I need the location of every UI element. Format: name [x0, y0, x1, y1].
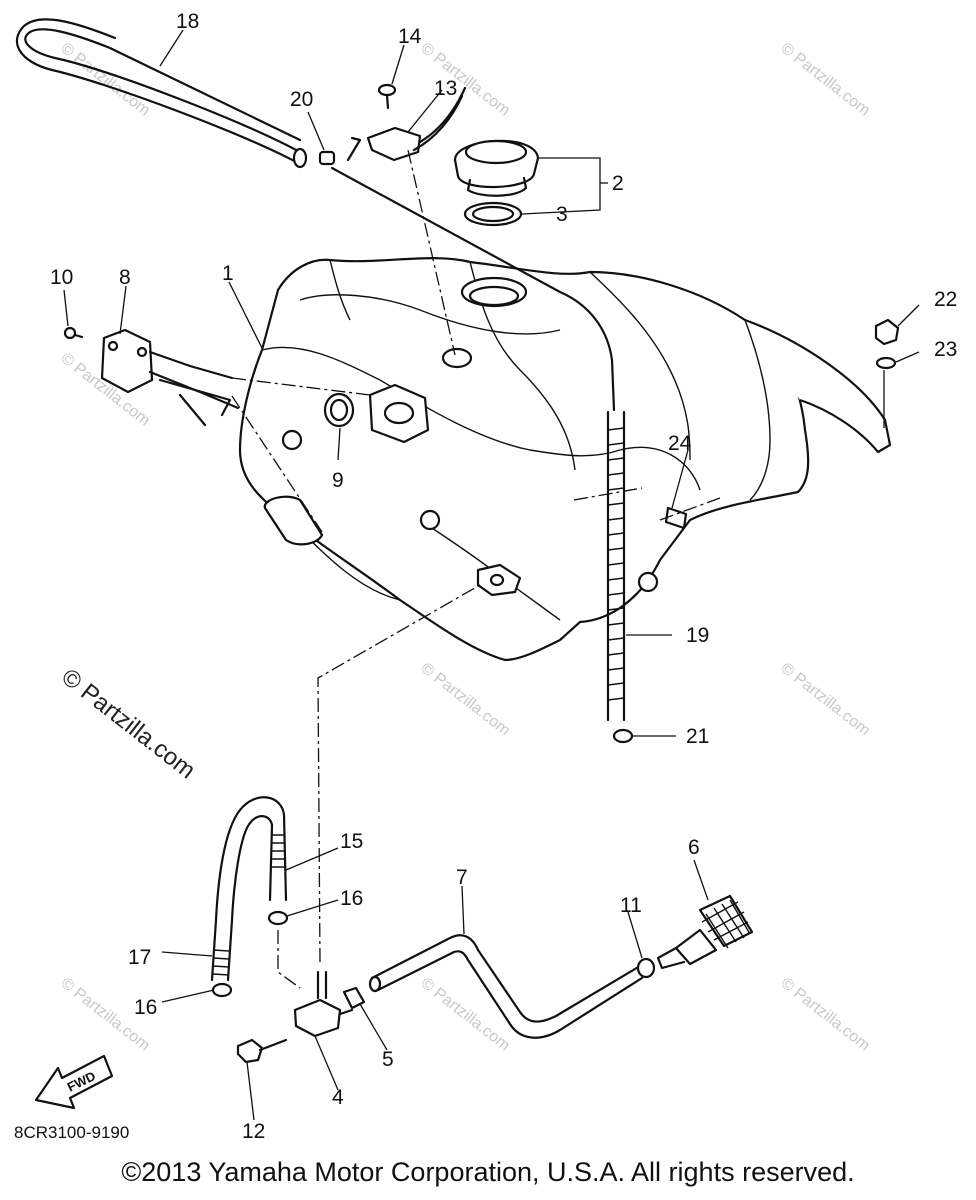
part-fuel-cap-2	[453, 139, 540, 197]
callout-6: 6	[688, 836, 700, 859]
watermark: © Partzilla.com	[418, 40, 513, 120]
part-washer-23	[875, 356, 897, 370]
callout-20: 20	[290, 88, 313, 111]
callout-17: 17	[128, 946, 151, 969]
callout-labels: 18 14 20 13 2 3 1 10 8 22 23 24 9 19 21 …	[50, 10, 957, 1143]
part-clip-16	[211, 910, 289, 998]
watermark-main: © Partzilla.com	[56, 663, 200, 784]
callout-8: 8	[119, 266, 131, 289]
part-breather-hose-19	[330, 166, 626, 722]
callout-23: 23	[934, 338, 957, 361]
callout-11: 11	[620, 894, 642, 917]
callout-9: 9	[332, 469, 344, 492]
callout-7: 7	[456, 866, 468, 889]
part-nut-22	[874, 318, 900, 346]
watermark: © Partzilla.com	[418, 975, 513, 1055]
callout-13: 13	[434, 77, 457, 100]
part-gasket-3	[463, 201, 523, 227]
callout-10: 10	[50, 266, 73, 289]
callout-2: 2	[612, 172, 624, 195]
part-bolt-12	[236, 1038, 288, 1064]
watermark: © Partzilla.com	[778, 40, 873, 120]
callout-16-upper: 16	[340, 887, 363, 910]
part-fuel-pipe-7	[368, 934, 644, 1039]
part-clip-21	[612, 728, 634, 744]
part-vent-hose-18	[15, 18, 308, 169]
part-fuel-filter-6	[656, 894, 754, 970]
leader-lines	[63, 29, 920, 1121]
part-hose-17	[210, 796, 286, 982]
part-clip-20	[318, 150, 336, 166]
callout-4: 4	[332, 1086, 344, 1109]
callout-21: 21	[686, 725, 709, 748]
copyright-notice: ©2013 Yamaha Motor Corporation, U.S.A. A…	[121, 1157, 855, 1187]
part-fuel-cock-4	[293, 970, 354, 1038]
part-grommet-9	[323, 392, 355, 428]
callout-5: 5	[382, 1048, 394, 1071]
fwd-arrow-icon: FWD	[34, 1054, 114, 1110]
document-code: 8CR3100-9190	[14, 1123, 129, 1142]
callout-3: 3	[556, 203, 568, 226]
part-vent-fitting-13	[346, 86, 467, 162]
part-bolt-10	[63, 326, 84, 340]
part-hose-15	[268, 813, 288, 902]
part-clip-11	[636, 957, 656, 979]
watermark: © Partzilla.com	[778, 975, 873, 1055]
callout-22: 22	[934, 288, 957, 311]
callout-15: 15	[340, 830, 363, 853]
part-screw-14	[377, 83, 397, 110]
callout-16-lower: 16	[134, 996, 157, 1019]
callout-14: 14	[398, 25, 422, 48]
callout-24: 24	[668, 432, 692, 455]
callout-19: 19	[686, 624, 709, 647]
callout-1: 1	[222, 262, 234, 285]
watermark: © Partzilla.com	[58, 40, 153, 120]
callout-12: 12	[242, 1120, 265, 1143]
watermark: © Partzilla.com	[418, 660, 513, 740]
callout-18: 18	[176, 10, 199, 33]
part-sender-plate-8	[100, 328, 324, 546]
part-joint-5	[342, 986, 366, 1010]
watermark: © Partzilla.com	[778, 660, 873, 740]
